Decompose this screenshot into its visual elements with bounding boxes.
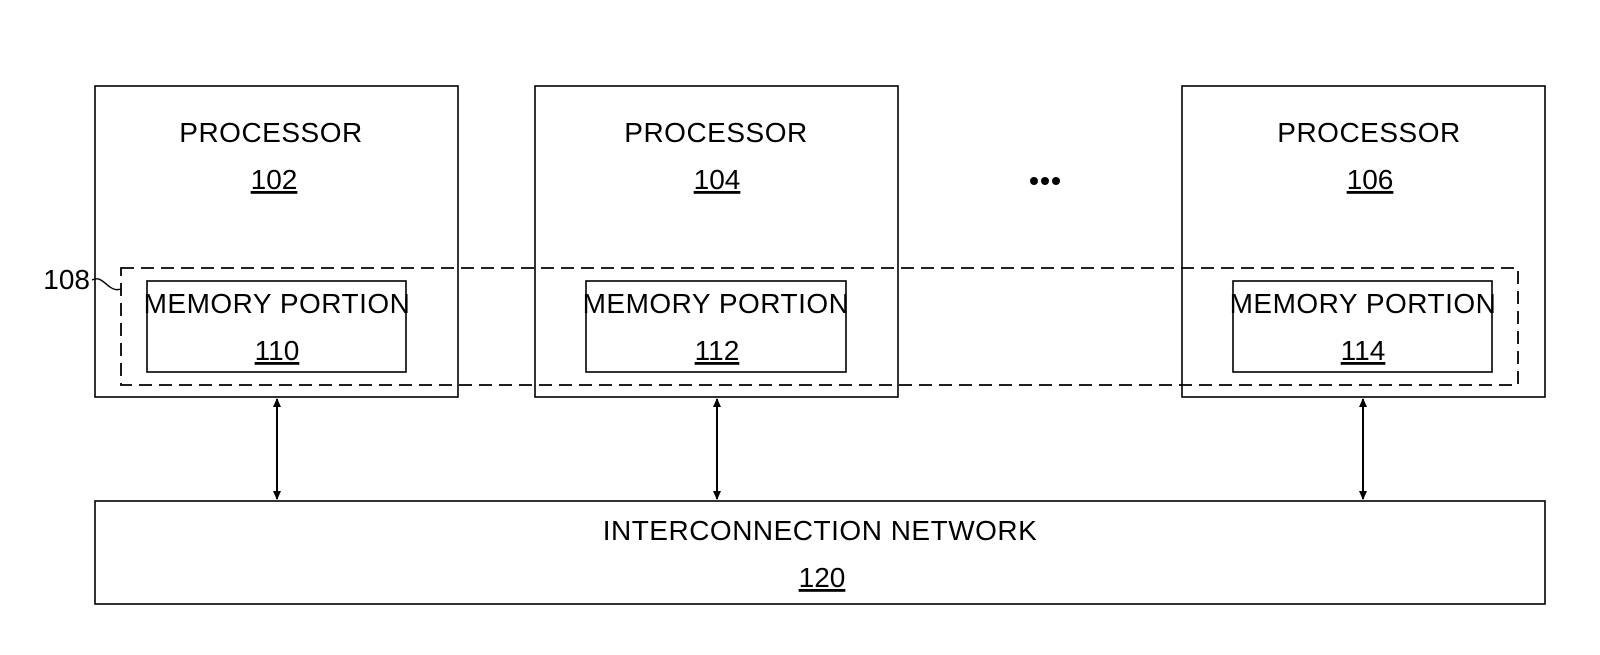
processor-106-ref: 106 <box>1347 164 1394 195</box>
processor-104-label: PROCESSOR <box>624 117 807 148</box>
memory-portion-114-label: MEMORY PORTION <box>1230 288 1497 319</box>
interconnection-network-block: INTERCONNECTION NETWORK 120 <box>94 500 1546 605</box>
interconnection-network-label: INTERCONNECTION NETWORK <box>603 515 1038 546</box>
distributed-memory-boundary <box>120 267 1519 386</box>
memory-portion-112-label: MEMORY PORTION <box>583 288 850 319</box>
processor-104-ref: 104 <box>694 164 741 195</box>
ellipsis-icon <box>1030 177 1060 185</box>
memory-portion-110-ref: 110 <box>255 335 300 366</box>
memory-portion-110-box <box>146 280 407 373</box>
distributed-memory-leader <box>91 278 122 291</box>
memory-portion-112-ref: 112 <box>695 335 740 366</box>
memory-portion-110-label: MEMORY PORTION <box>144 288 411 319</box>
memory-portion-114-box <box>1232 280 1493 373</box>
memory-portion-112-box <box>585 280 847 373</box>
memory-portion-110-block: MEMORY PORTION 110 <box>144 280 411 373</box>
interconnection-network-ref: 120 <box>799 562 846 593</box>
distributed-memory-ref: 108 <box>43 264 90 295</box>
processor-102-label: PROCESSOR <box>179 117 362 148</box>
memory-portion-114-block: MEMORY PORTION 114 <box>1230 280 1497 373</box>
processor-106-label: PROCESSOR <box>1277 117 1460 148</box>
processor-102-ref: 102 <box>251 164 298 195</box>
memory-portion-112-block: MEMORY PORTION 112 <box>583 280 850 373</box>
memory-portion-114-ref: 114 <box>1341 335 1386 366</box>
interconnection-network-box <box>94 500 1546 605</box>
